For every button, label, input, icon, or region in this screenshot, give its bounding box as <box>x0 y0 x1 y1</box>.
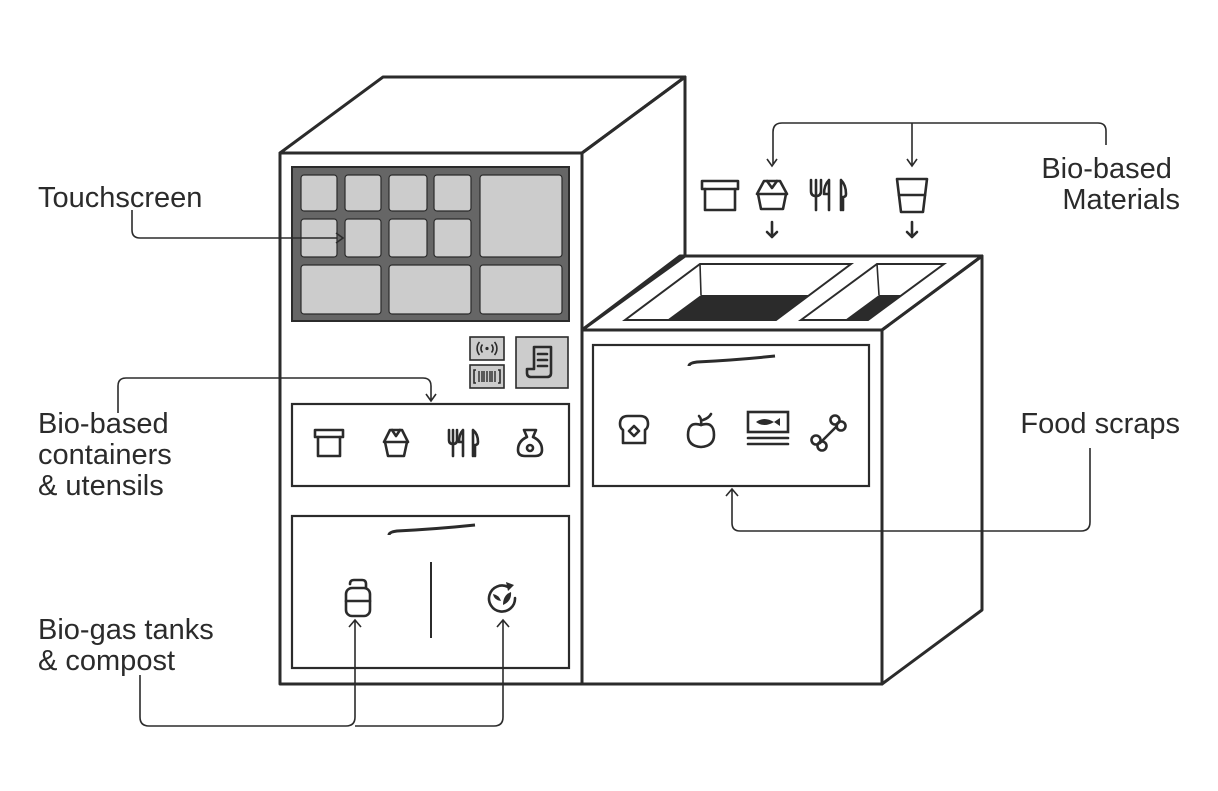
food-scraps-leader <box>725 448 1091 532</box>
scrap-unit-front <box>580 328 884 686</box>
screen-tile[interactable] <box>388 218 428 258</box>
output-drawer-handle[interactable] <box>387 523 476 536</box>
food-drawer-handle[interactable] <box>687 354 776 367</box>
screen-tile[interactable] <box>344 218 382 258</box>
screen-tile[interactable] <box>300 264 382 315</box>
biogas-leader <box>139 618 510 727</box>
drop-arrows <box>765 220 919 239</box>
fish-icon <box>746 410 790 446</box>
materials-icons <box>700 177 929 239</box>
screen-tile[interactable] <box>479 174 563 258</box>
bread-icon <box>618 414 650 445</box>
box-icon <box>700 179 740 212</box>
scrap-unit <box>580 254 984 686</box>
box-icon <box>313 428 345 458</box>
screen-tile[interactable] <box>344 174 382 212</box>
screen-tile[interactable] <box>388 174 428 212</box>
containers-label-line: & utensils <box>38 470 164 502</box>
containers-label-line: Bio-based <box>38 408 169 440</box>
screen-tile[interactable] <box>433 174 472 212</box>
takeout-box-icon <box>382 428 410 458</box>
materials-label-line: Bio-based <box>1041 153 1172 185</box>
biogas-label-line: & compost <box>38 645 175 677</box>
receipt-icon[interactable] <box>515 336 569 389</box>
material-bin-opening[interactable] <box>621 263 855 321</box>
touchscreen-leader <box>131 210 345 244</box>
containers-leader <box>117 377 437 413</box>
screen-tile[interactable] <box>388 264 472 315</box>
barcode-icon[interactable] <box>469 364 505 389</box>
touchscreen[interactable] <box>291 166 570 322</box>
materials-label-line: Materials <box>1062 184 1180 216</box>
nfc-icon[interactable] <box>469 336 505 361</box>
bag-icon <box>516 428 544 458</box>
container-dispenser-panel[interactable] <box>290 402 571 488</box>
containers-label-line: containers <box>38 439 172 471</box>
takeout-box-icon <box>755 179 789 211</box>
compost-cycle-icon <box>487 582 517 613</box>
biogas-label-line: Bio-gas tanks <box>38 614 214 646</box>
screen-tile[interactable] <box>300 174 338 212</box>
biogas-label: Bio-gas tanks & compost <box>38 614 222 677</box>
apple-icon <box>686 412 716 449</box>
cutlery-icon <box>809 178 848 212</box>
screen-tile[interactable] <box>479 264 563 315</box>
materials-label: Bio-based Materials <box>1041 153 1180 216</box>
food-scraps-label: Food scraps <box>1020 408 1180 440</box>
touchscreen-label: Touchscreen <box>38 182 202 214</box>
gas-tank-icon <box>344 578 372 618</box>
screen-tile[interactable] <box>433 218 472 258</box>
cup-icon <box>895 177 929 214</box>
leader-lines <box>117 122 1107 727</box>
main-unit-top <box>278 75 687 155</box>
bone-icon <box>810 414 847 452</box>
cup-bin-opening[interactable] <box>797 263 948 321</box>
cutlery-icon <box>447 428 480 458</box>
materials-leader <box>766 122 1107 168</box>
control-buttons <box>469 336 569 389</box>
containers-label: Bio-based containers & utensils <box>38 408 180 502</box>
scrap-unit-side <box>880 254 984 686</box>
